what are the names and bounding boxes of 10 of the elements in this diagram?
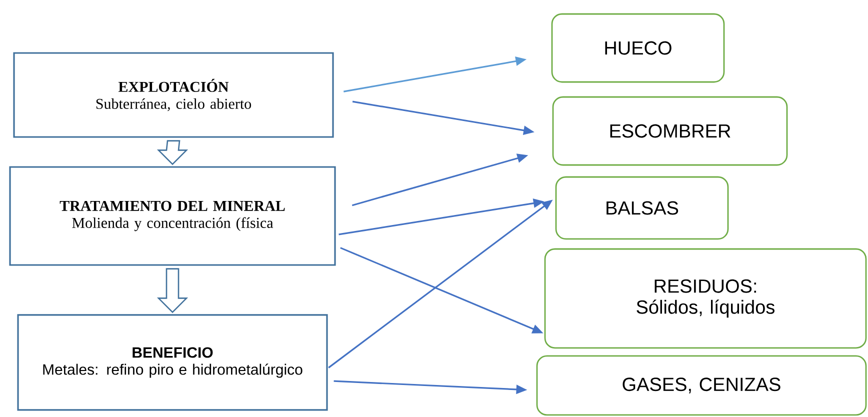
block-arrow [156,268,188,314]
output-box: ESCOMBRER [552,96,788,166]
block-arrow [156,140,188,166]
process-box: TRATAMIENTO DEL MINERAL Molienda y concentración (física [9,166,336,266]
output-box: RESIDUOS: Sólidos, líquidos [544,248,867,349]
process-box: BENEFICIO Metales: refino piro e hidrometalúrgico [17,314,328,411]
output-box: BALSAS [555,176,729,240]
output-box: GASES, CENIZAS [536,355,867,416]
output-box: HUECO [551,13,725,83]
process-box: EXPLOTACIÓN Subterránea, cielo abierto [13,52,334,138]
